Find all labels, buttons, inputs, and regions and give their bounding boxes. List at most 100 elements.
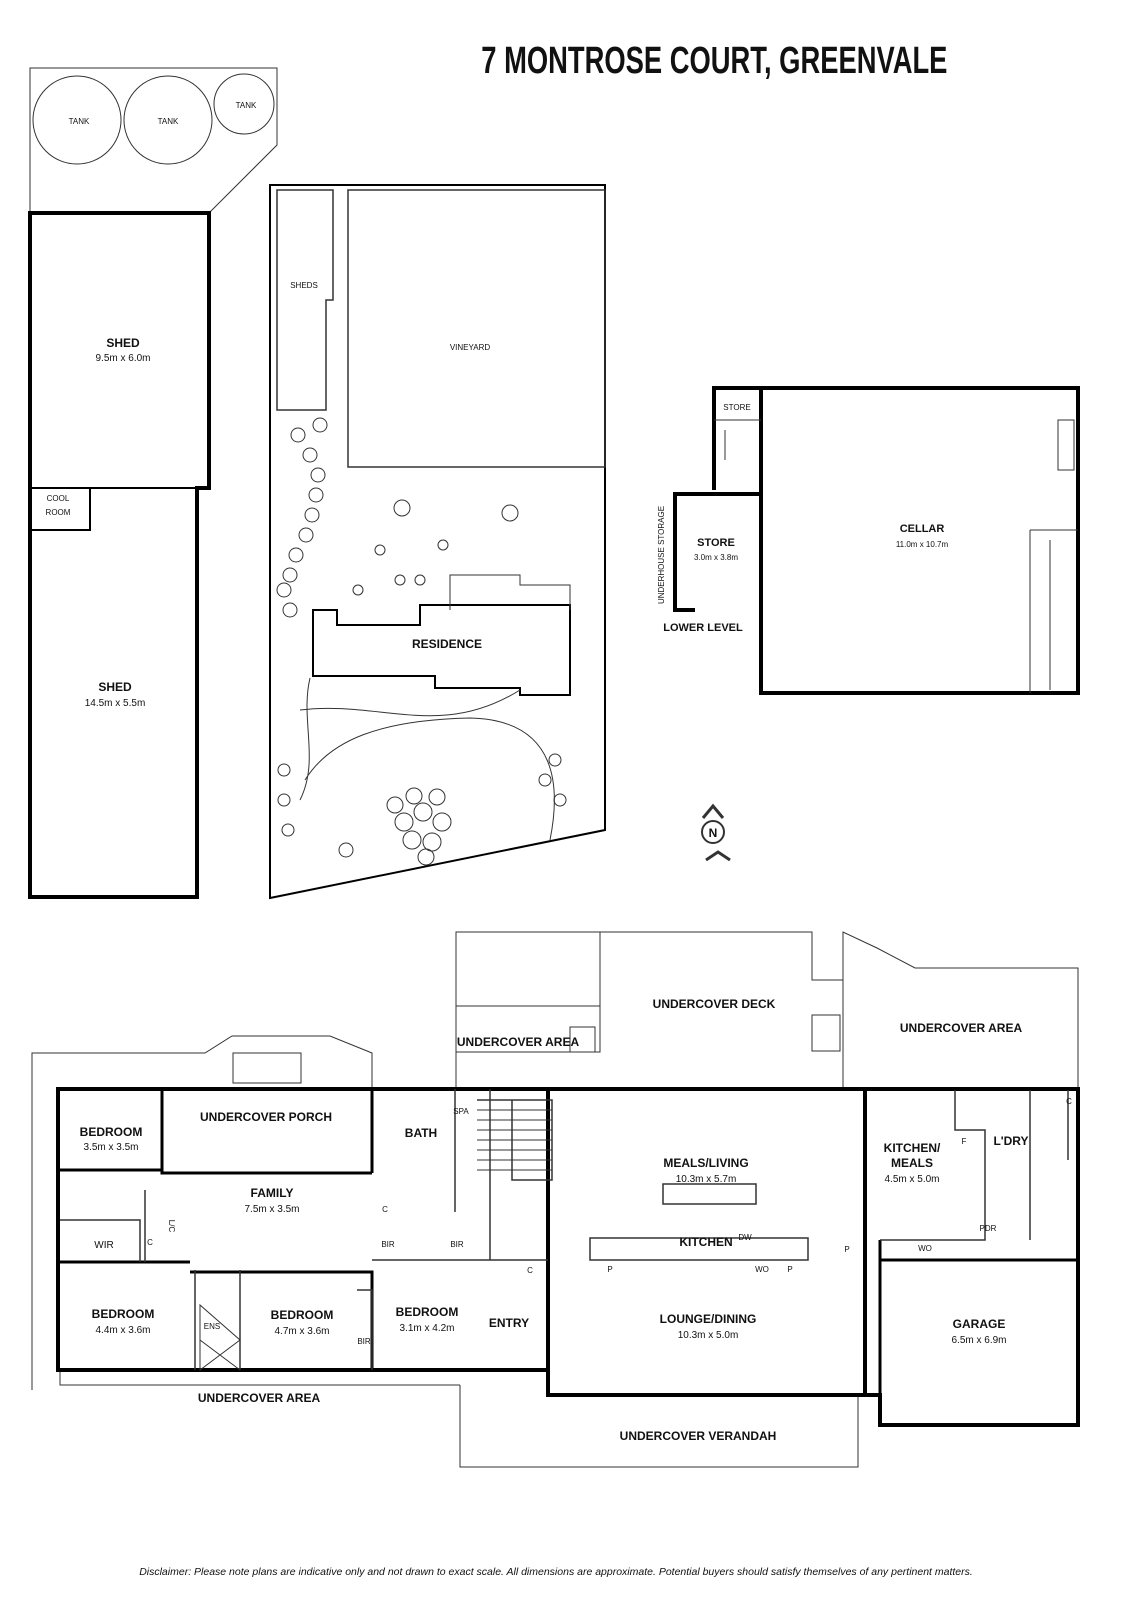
tree-icon <box>308 487 324 503</box>
shed1-name: SHED <box>106 336 140 350</box>
pantry-label: P <box>844 1245 849 1254</box>
bedroom-1-size: 3.5m x 3.5m <box>83 1142 138 1153</box>
bir-label: BIR <box>381 1240 395 1249</box>
cupboard-label: C <box>382 1205 388 1214</box>
wir-label: WIR <box>94 1240 113 1251</box>
tank-label: TANK <box>236 101 257 110</box>
powder-room-label: PDR <box>980 1224 997 1233</box>
tree-icon <box>276 582 292 598</box>
tree-icon <box>553 793 567 807</box>
meals-living-name: MEALS/LIVING <box>663 1156 748 1170</box>
undercover-verandah-label: UNDERCOVER VERANDAH <box>620 1429 777 1443</box>
linen-cupboard-label: L/C <box>167 1220 176 1233</box>
bir-label: BIR <box>450 1240 464 1249</box>
tree-icon <box>422 832 442 852</box>
tree-icon <box>413 802 433 822</box>
lower-level-plan: STORE STORE 3.0m x 3.8m CELLAR 11.0m x 1… <box>657 386 1080 695</box>
lower-level-label: LOWER LEVEL <box>663 622 743 634</box>
bir-label: BIR <box>357 1337 371 1346</box>
tree-icon <box>405 787 423 805</box>
bedroom-4-size: 3.1m x 4.2m <box>399 1323 454 1334</box>
tree-icon <box>338 842 354 858</box>
tank-3 <box>213 73 275 135</box>
undercover-porch-label: UNDERCOVER PORCH <box>200 1110 332 1124</box>
pantry-label: P <box>607 1265 612 1274</box>
family-name: FAMILY <box>251 1186 294 1200</box>
cool-room-label: COOL <box>47 494 70 503</box>
ensuite-label: ENS <box>204 1322 220 1331</box>
bedroom-3-size: 4.7m x 3.6m <box>274 1326 329 1337</box>
wall-oven-label: WO <box>918 1244 932 1253</box>
tree-icon <box>302 447 318 463</box>
tree-icon <box>304 507 320 523</box>
wall-oven-label: WO <box>755 1265 769 1274</box>
tree-icon <box>282 567 298 583</box>
underhouse-storage-label: UNDERHOUSE STORAGE <box>657 506 666 604</box>
tree-icon <box>288 547 304 563</box>
vineyard-label: VINEYARD <box>450 343 491 352</box>
sheds-label: SHEDS <box>290 281 318 290</box>
store-size: 3.0m x 3.8m <box>694 553 738 562</box>
kitchen-meals-size: 4.5m x 5.0m <box>884 1174 939 1185</box>
tree-icon <box>290 427 306 443</box>
undercover-area-right-label: UNDERCOVER AREA <box>900 1021 1023 1035</box>
page-title: 7 MONTROSE COURT, GREENVALE <box>481 40 947 82</box>
svg-text:N: N <box>709 826 718 840</box>
kitchen-meals-name: KITCHEN/ <box>884 1141 941 1155</box>
trees <box>276 417 567 866</box>
tree-icon <box>437 539 449 551</box>
tree-icon <box>548 753 562 767</box>
tank-2 <box>123 75 213 165</box>
tree-icon <box>394 574 406 586</box>
tree-icon <box>312 417 328 433</box>
lounge-dining-name: LOUNGE/DINING <box>660 1312 757 1326</box>
bedroom-1-name: BEDROOM <box>80 1125 143 1139</box>
tree-icon <box>414 574 426 586</box>
tank-label: TANK <box>69 117 90 126</box>
tank-1 <box>32 75 122 165</box>
spa-label: SPA <box>453 1107 469 1116</box>
site-plan: SHEDS VINEYARD RESIDENCE <box>269 184 606 900</box>
cellar-name: CELLAR <box>900 523 945 535</box>
tree-icon <box>402 830 422 850</box>
tree-icon <box>310 467 326 483</box>
fridge-label: F <box>962 1137 967 1146</box>
tree-icon <box>282 602 298 618</box>
dishwasher-label: DW <box>738 1233 752 1242</box>
tree-icon <box>417 848 435 866</box>
tree-icon <box>432 812 452 832</box>
tree-icon <box>386 796 404 814</box>
tree-icon <box>352 584 364 596</box>
bedroom-3-name: BEDROOM <box>271 1308 334 1322</box>
bedroom-2-name: BEDROOM <box>92 1307 155 1321</box>
tree-icon <box>277 763 291 777</box>
tree-icon <box>538 773 552 787</box>
residence-label: RESIDENCE <box>412 637 482 651</box>
tree-icon <box>277 793 291 807</box>
bedroom-4-name: BEDROOM <box>396 1305 459 1319</box>
store-name: STORE <box>697 537 735 549</box>
kitchen-label: KITCHEN <box>679 1235 732 1249</box>
north-compass-icon: N <box>701 803 731 862</box>
undercover-area-top-label: UNDERCOVER AREA <box>457 1035 580 1049</box>
cool-room-label: ROOM <box>46 508 71 517</box>
store-top-label: STORE <box>723 403 750 412</box>
family-size: 7.5m x 3.5m <box>244 1204 299 1215</box>
tree-icon <box>501 504 519 522</box>
shed2-size: 14.5m x 5.5m <box>85 698 146 709</box>
bedroom-2-size: 4.4m x 3.6m <box>95 1325 150 1336</box>
cellar-size: 11.0m x 10.7m <box>896 540 949 549</box>
cupboard-label: C <box>1066 1097 1072 1106</box>
tree-icon <box>428 788 446 806</box>
tree-icon <box>393 499 411 517</box>
tree-icon <box>394 812 414 832</box>
disclaimer: Disclaimer: Please note plans are indica… <box>139 1566 973 1578</box>
garage-name: GARAGE <box>953 1317 1006 1331</box>
sheds-plan: TANK TANK TANK SHED 9.5m x 6.0m COOL ROO… <box>28 67 278 899</box>
laundry-label: L'DRY <box>993 1134 1028 1148</box>
shed1-size: 9.5m x 6.0m <box>95 353 150 364</box>
bath-label: BATH <box>405 1126 437 1140</box>
shed2-name: SHED <box>98 680 132 694</box>
